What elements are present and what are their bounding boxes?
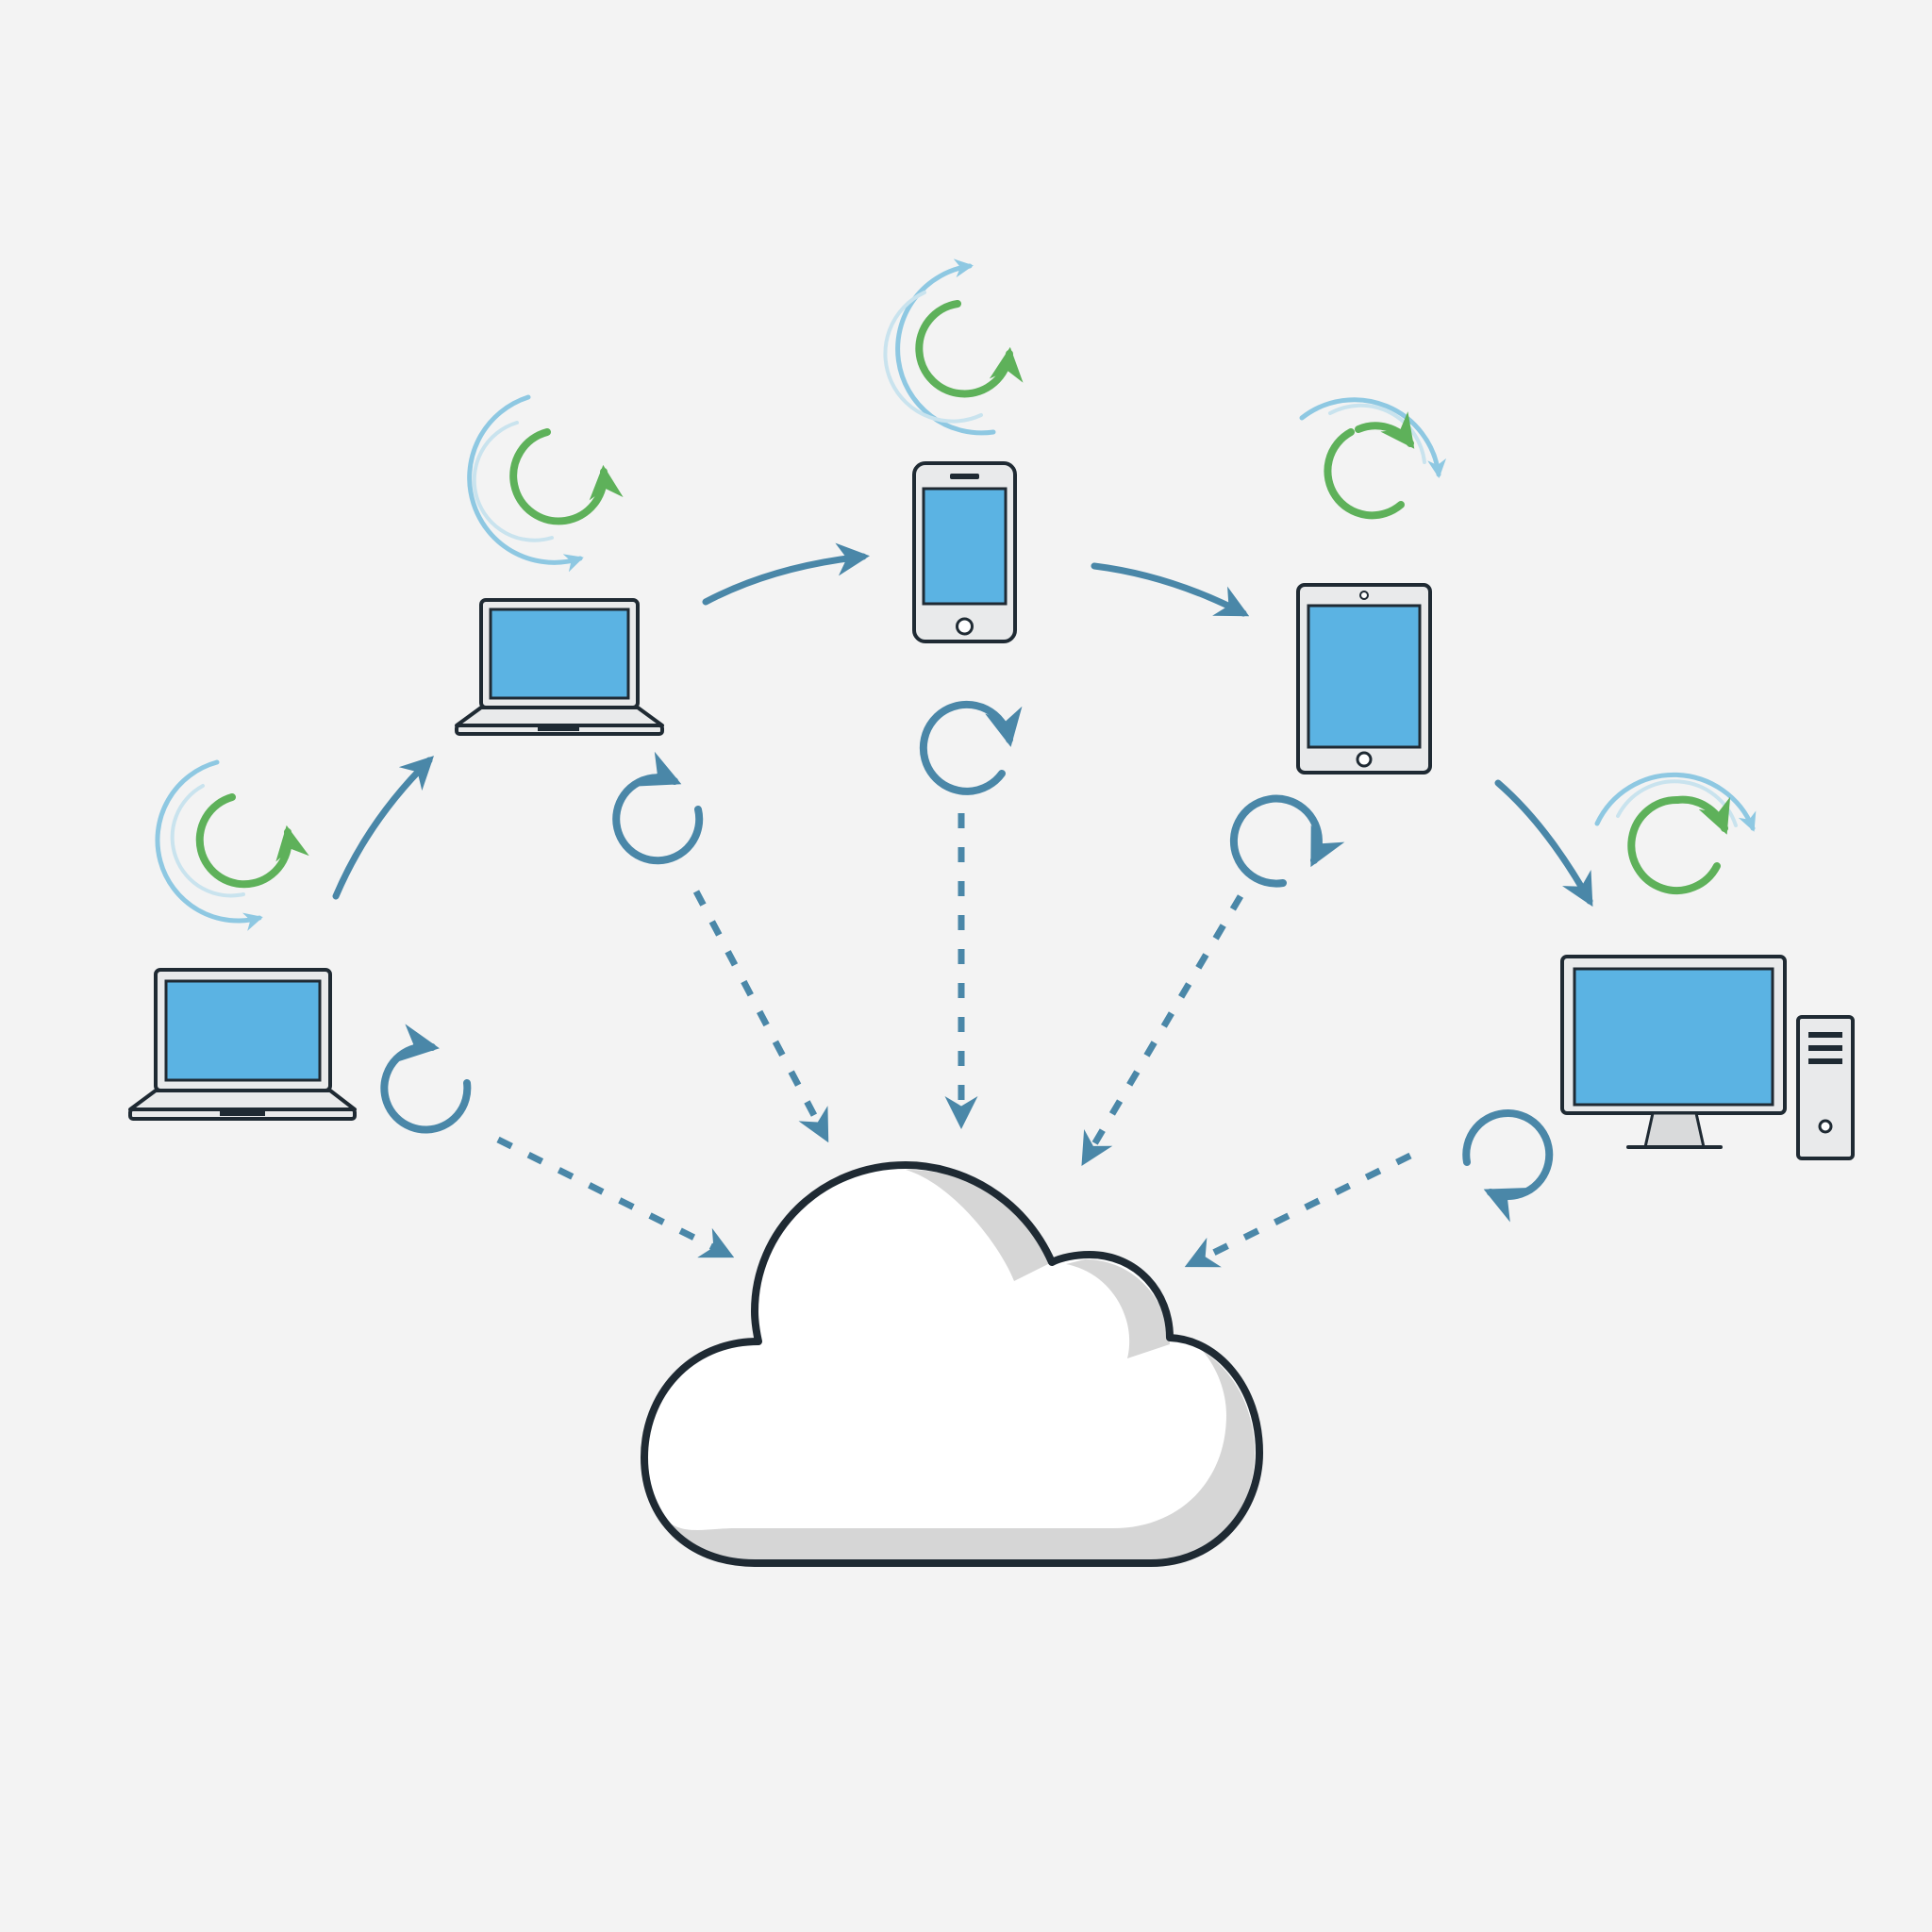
desktop-computer-icon xyxy=(1560,955,1855,1160)
sync-badge-desktop xyxy=(1594,772,1757,894)
laptop-icon xyxy=(128,968,357,1121)
refresh-icons xyxy=(380,700,1554,1223)
sync-icon xyxy=(155,759,263,931)
laptop-left-device xyxy=(128,968,357,1121)
arrow-smartphone-to-tablet xyxy=(1091,562,1250,617)
sync-icon xyxy=(467,394,584,573)
sync-badge-smartphone xyxy=(883,258,1024,436)
refresh-icon xyxy=(919,700,1023,795)
laptop-icon xyxy=(455,598,664,736)
tablet-device xyxy=(1296,583,1432,774)
cloud-links xyxy=(496,813,1412,1268)
cloud-icon xyxy=(641,1161,1263,1567)
cloud-link-desktop xyxy=(1184,1152,1412,1268)
sync-badge-tablet xyxy=(1299,397,1447,520)
cloud-link-laptop-left xyxy=(496,1136,735,1258)
sync-badge-laptop-left xyxy=(155,759,309,931)
refresh-icon xyxy=(1229,794,1345,888)
cloud-link-tablet xyxy=(1081,894,1244,1167)
smartphone-device xyxy=(912,461,1017,643)
sync-badge-laptop-upper xyxy=(467,394,624,573)
refresh-icon xyxy=(612,751,704,865)
device-flow-arrows xyxy=(332,542,1593,908)
laptop-upper-device xyxy=(455,598,664,736)
sync-icon xyxy=(1299,397,1447,478)
tablet-icon xyxy=(1296,583,1432,774)
desktop-device xyxy=(1560,955,1855,1160)
arrow-laptop-left-to-laptop-upper xyxy=(332,756,434,900)
smartphone-icon xyxy=(912,461,1017,643)
arrow-laptop-upper-to-smartphone xyxy=(702,542,870,606)
cloud-link-laptop-upper xyxy=(692,890,829,1143)
refresh-icon xyxy=(380,1024,472,1134)
arrow-tablet-to-desktop xyxy=(1494,779,1593,908)
sync-icon xyxy=(895,258,996,436)
sync-icon xyxy=(1594,772,1757,832)
refresh-icon xyxy=(1462,1108,1554,1223)
